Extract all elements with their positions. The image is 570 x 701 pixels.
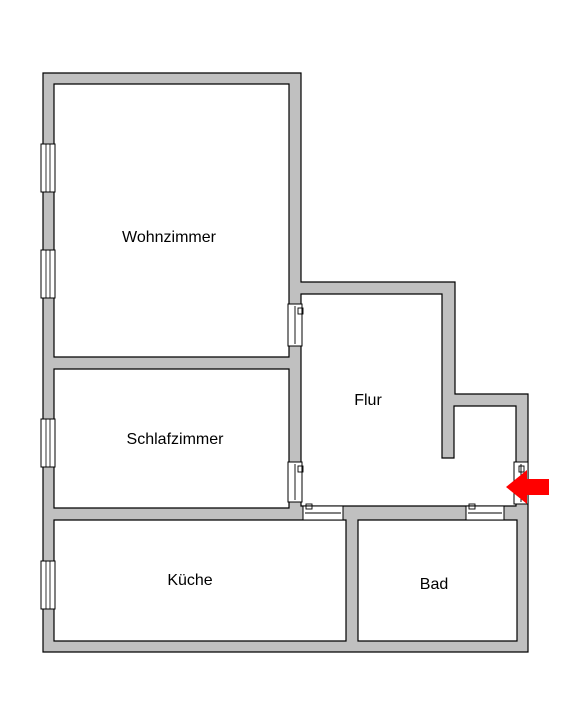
- room-label-bad: Bad: [420, 576, 448, 593]
- window-icon: [40, 143, 56, 193]
- window-icon: [40, 249, 56, 299]
- window-icon: [40, 418, 56, 468]
- room-label-flur: Flur: [354, 392, 382, 409]
- room-label-kueche: Küche: [167, 572, 212, 589]
- door-icon: [287, 461, 304, 503]
- room-label-wohnzimmer: Wohnzimmer: [122, 229, 217, 246]
- room-label-schlafzimmer: Schlafzimmer: [127, 431, 225, 448]
- door-icon: [287, 303, 304, 347]
- window-icon: [40, 560, 56, 610]
- door-icon: [465, 503, 505, 521]
- entrance-arrow-icon: [506, 470, 549, 504]
- walls: [42, 72, 529, 653]
- door-icon: [302, 503, 344, 521]
